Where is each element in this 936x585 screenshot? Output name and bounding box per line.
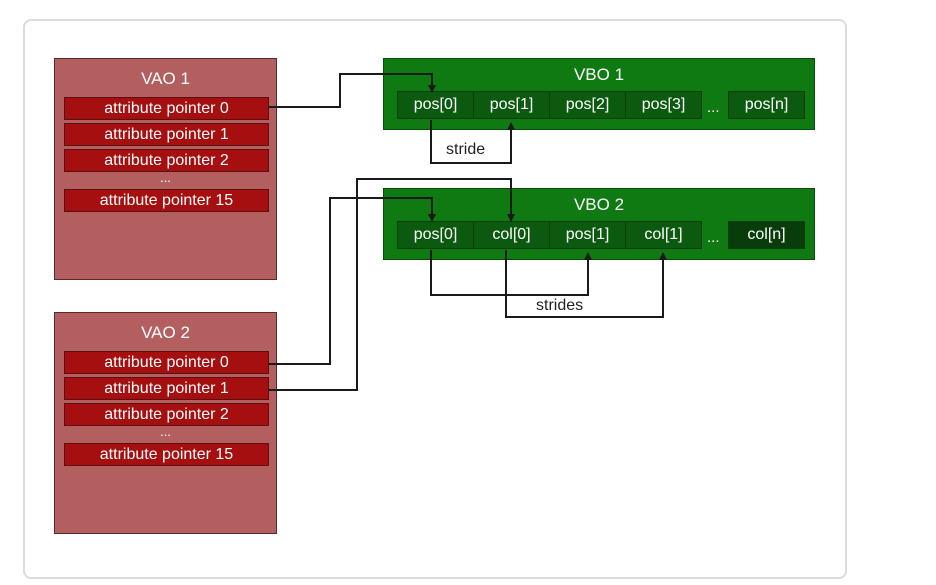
vao-2-ellipsis: ...	[160, 424, 171, 439]
vbo-1-title: VBO 1	[573, 65, 625, 84]
vbo-1-cell-1: pos[1]	[473, 91, 550, 119]
vbo-1-ellipsis: ...	[707, 99, 720, 116]
vao-2-attribute-pointer-1: attribute pointer 1	[64, 377, 269, 400]
vbo-2-cell-3: col[1]	[625, 221, 702, 249]
vao-2-box: VAO 2 attribute pointer 0 attribute poin…	[54, 312, 277, 534]
vbo-1-cell-3: pos[3]	[625, 91, 702, 119]
vbo-2-title: VBO 2	[573, 195, 625, 214]
vao-1-attribute-pointer-1: attribute pointer 1	[64, 123, 269, 146]
vao2-ptr0-to-vbo2-pos0-line	[268, 197, 436, 365]
vbo2-pos-stride-line	[430, 250, 592, 296]
strides-label: strides	[536, 297, 584, 314]
vbo-1-cell-n: pos[n]	[728, 91, 805, 119]
vbo-1-cell-2: pos[2]	[549, 91, 626, 119]
vao-1-attribute-pointer-15: attribute pointer 15	[64, 189, 269, 212]
vbo1-stride-line	[430, 120, 515, 164]
vao-1-attribute-pointer-0: attribute pointer 0	[64, 97, 269, 120]
vbo-2-box: VBO 2 pos[0] col[0] pos[1] col[1] ... co…	[383, 188, 815, 260]
vao-2-title: VAO 2	[141, 323, 190, 342]
vao-2-attribute-pointer-15: attribute pointer 15	[64, 443, 269, 466]
vao-1-ellipsis: ...	[160, 170, 171, 185]
vbo-2-cell-0: pos[0]	[397, 221, 474, 249]
vbo-2-cell-n: col[n]	[728, 221, 805, 249]
vao-1-attribute-pointer-2: attribute pointer 2	[64, 149, 269, 172]
vao2-ptr1-to-vbo2-col0-line	[268, 178, 515, 391]
vbo-1-cell-0: pos[0]	[397, 91, 474, 119]
vbo2-col-stride-line	[505, 250, 667, 318]
stride-label: stride	[446, 141, 486, 158]
vao-1-box: VAO 1 attribute pointer 0 attribute poin…	[54, 58, 277, 280]
vao1-ptr0-to-vbo1-pos0-line	[268, 73, 436, 108]
vbo-2-ellipsis: ...	[707, 229, 720, 246]
vao-2-attribute-pointer-0: attribute pointer 0	[64, 351, 269, 374]
vao-1-title: VAO 1	[141, 69, 190, 88]
vbo-2-cell-2: pos[1]	[549, 221, 626, 249]
vbo-2-cell-1: col[0]	[473, 221, 550, 249]
vao-2-attribute-pointer-2: attribute pointer 2	[64, 403, 269, 426]
vbo-1-box: VBO 1 pos[0] pos[1] pos[2] pos[3] ... po…	[383, 58, 815, 130]
